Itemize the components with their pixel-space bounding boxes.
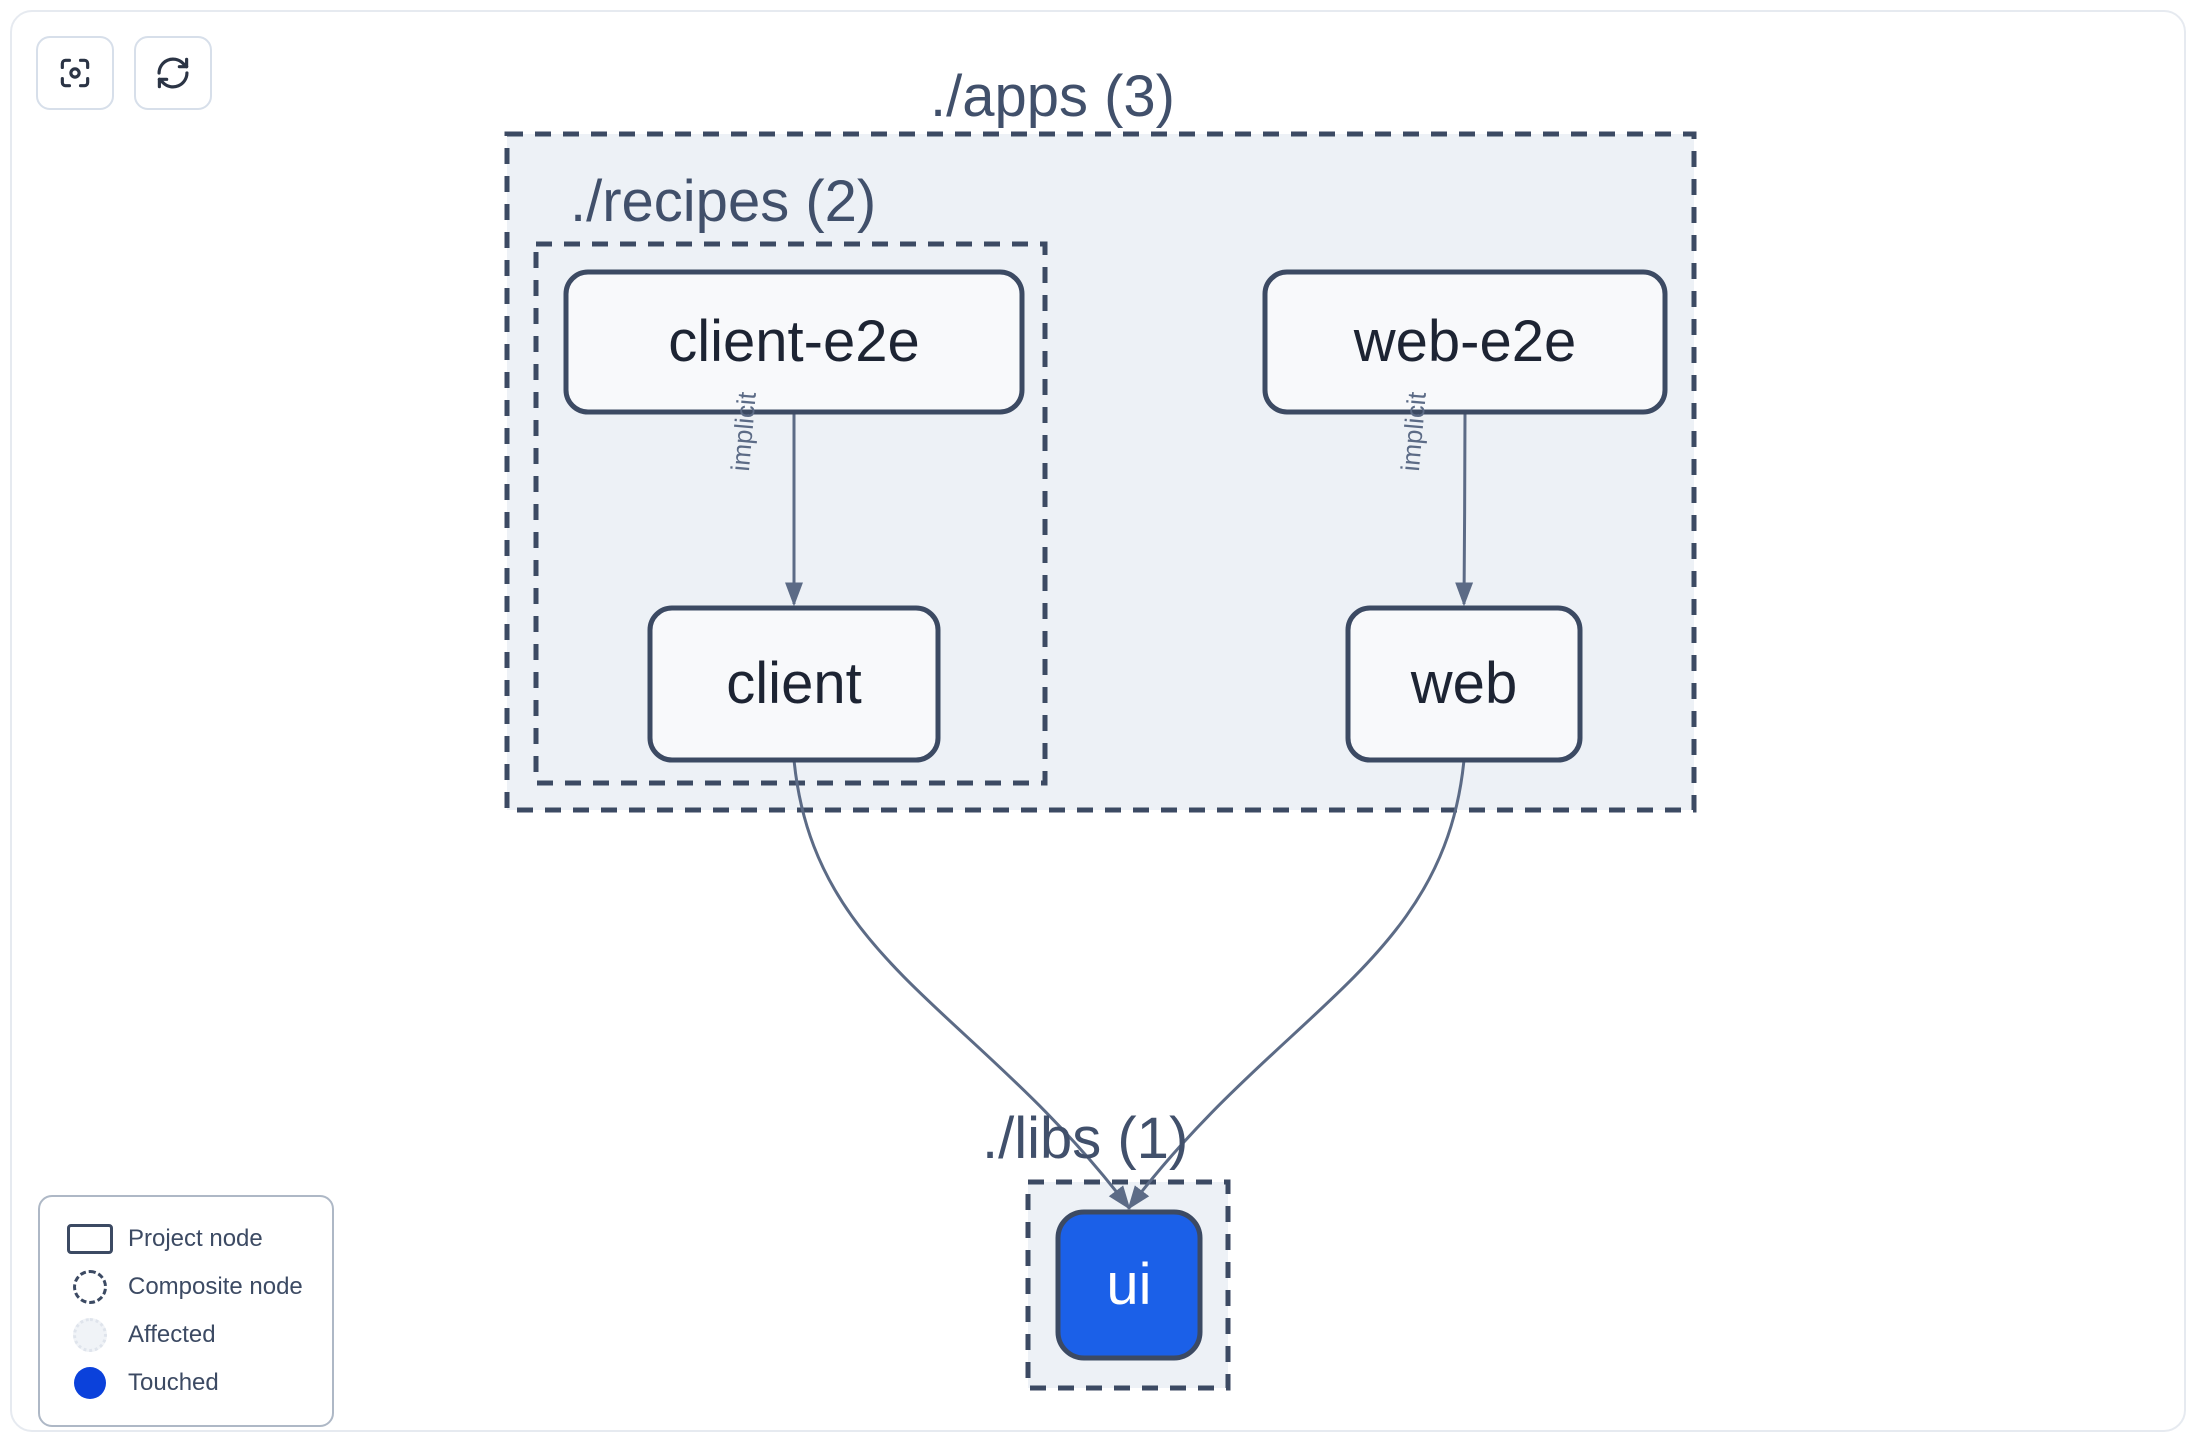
group-label-recipes: ./recipes (2) <box>570 169 877 234</box>
legend-swatch-affected <box>62 1318 118 1352</box>
project-node-icon <box>67 1224 113 1254</box>
legend-row-affected: Affected <box>62 1311 310 1359</box>
legend-row-composite-node: Composite node <box>62 1263 310 1311</box>
graph-toolbar <box>36 36 212 110</box>
graph-edges <box>784 411 1474 1210</box>
graph-nodes[interactable] <box>563 269 1668 1361</box>
affected-icon <box>73 1318 107 1352</box>
project-node-client-e2e[interactable] <box>563 269 1025 415</box>
composite-node-icon <box>73 1270 107 1304</box>
edge-web->ui[interactable] <box>1127 759 1466 1210</box>
project-node-web-e2e[interactable] <box>1262 269 1668 415</box>
legend-swatch-composite-node <box>62 1270 118 1304</box>
legend-row-touched: Touched <box>62 1359 310 1407</box>
project-node-web[interactable] <box>1345 605 1583 763</box>
edge-client->ui[interactable] <box>792 759 1131 1210</box>
legend-label-composite-node: Composite node <box>128 1273 303 1300</box>
group-label-apps: ./apps (3) <box>930 64 1175 129</box>
focus-icon <box>56 54 94 92</box>
legend-swatch-touched <box>62 1367 118 1399</box>
refresh-icon <box>154 54 192 92</box>
legend-swatch-project-node <box>62 1224 118 1254</box>
legend-label-affected: Affected <box>128 1321 216 1348</box>
legend-label-project-node: Project node <box>128 1225 263 1252</box>
focus-graph-button[interactable] <box>36 36 114 110</box>
touched-icon <box>74 1367 106 1399</box>
refresh-graph-button[interactable] <box>134 36 212 110</box>
legend-row-project-node: Project node <box>62 1215 310 1263</box>
edge-web-e2e->web[interactable] <box>1455 411 1474 607</box>
legend-label-touched: Touched <box>128 1369 219 1396</box>
project-node-ui[interactable] <box>1055 1209 1203 1361</box>
group-label-libs: ./libs (1) <box>982 1106 1189 1171</box>
project-node-client[interactable] <box>647 605 941 763</box>
